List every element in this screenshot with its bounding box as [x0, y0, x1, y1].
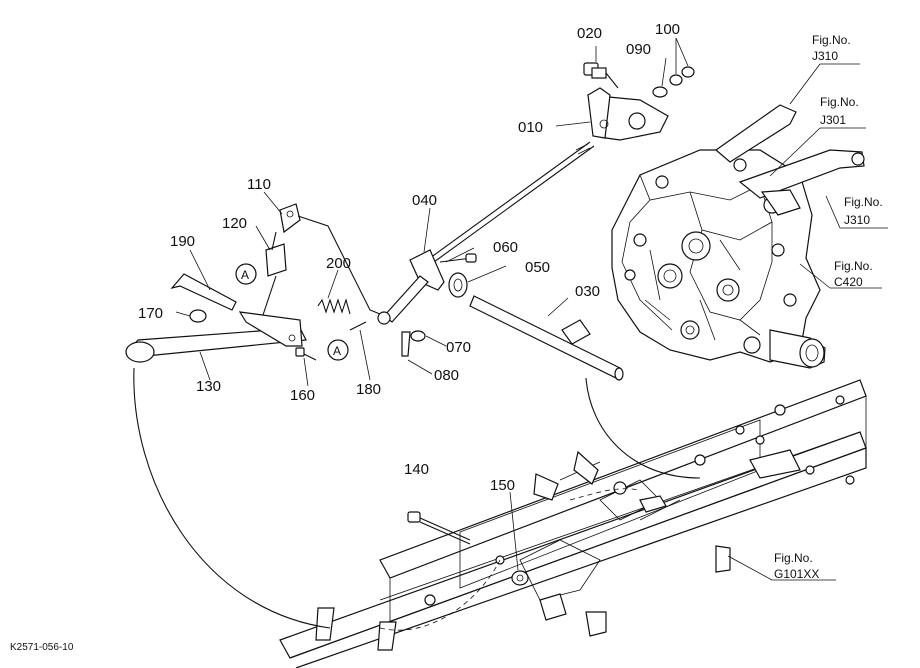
part-010-bracket — [587, 87, 669, 141]
label-140: 140 — [404, 461, 429, 478]
part-070-washer — [410, 330, 426, 342]
transmission-housing — [611, 104, 865, 369]
label-070: 070 — [446, 339, 471, 356]
drawing-code: K2571-056-10 — [10, 642, 74, 653]
label-200: 200 — [326, 255, 351, 272]
chassis-frame — [279, 379, 867, 668]
label-150: 150 — [490, 477, 515, 494]
fig-ref-j310-right: Fig.No. J310 — [844, 195, 883, 227]
svg-text:Fig.No.: Fig.No. — [820, 95, 859, 109]
assembly-curve-shaft — [585, 377, 701, 479]
svg-text:Fig.No.: Fig.No. — [844, 195, 883, 209]
part-020-bolt — [583, 62, 619, 89]
part-130-pedal-arm — [125, 311, 307, 363]
label-050: 050 — [525, 259, 550, 276]
label-020: 020 — [577, 25, 602, 42]
label-130: 130 — [196, 378, 221, 395]
svg-text:Fig.No.: Fig.No. — [834, 259, 873, 273]
connecting-rod — [429, 141, 591, 259]
label-170: 170 — [138, 305, 163, 322]
label-040: 040 — [412, 192, 437, 209]
svg-text:J301: J301 — [820, 113, 846, 127]
label-160: 160 — [290, 387, 315, 404]
label-120: 120 — [222, 215, 247, 232]
fig-ref-g101xx: Fig.No. G101XX — [774, 551, 819, 581]
part-170-ring — [189, 309, 207, 323]
svg-text:Fig.No.: Fig.No. — [812, 33, 851, 47]
part-050-bushing — [448, 272, 468, 298]
part-040-lever — [377, 249, 445, 325]
marker-a-upper: A — [235, 263, 257, 285]
label-060: 060 — [493, 239, 518, 256]
part-180-pin — [349, 321, 367, 331]
part-160-pin — [295, 347, 317, 361]
label-080: 080 — [434, 367, 459, 384]
part-120-bracket — [261, 231, 287, 319]
label-190: 190 — [170, 233, 195, 250]
part-030-shaft — [469, 295, 624, 381]
fig-ref-j310-top: Fig.No. J310 — [812, 33, 851, 63]
label-030: 030 — [575, 283, 600, 300]
label-090: 090 — [626, 41, 651, 58]
svg-text:Fig.No.: Fig.No. — [774, 551, 813, 565]
leader-lines — [175, 37, 888, 581]
svg-text:J310: J310 — [812, 49, 838, 63]
svg-text:C420: C420 — [834, 275, 863, 289]
label-010: 010 — [518, 119, 543, 136]
assembly-curve-pedal — [133, 367, 331, 629]
part-090-collar — [652, 86, 668, 98]
part-190-handle — [170, 273, 237, 311]
marker-a-lower: A — [327, 339, 349, 361]
part-150-bushing — [511, 570, 529, 586]
part-080-cotter-pin — [401, 331, 411, 357]
part-number-labels: 010 020 030 040 050 060 070 080 090 100 … — [138, 21, 680, 494]
part-100-nuts — [669, 66, 695, 86]
svg-text:J310: J310 — [844, 213, 870, 227]
fig-ref-j301: Fig.No. J301 — [820, 95, 859, 127]
label-100: 100 — [655, 21, 680, 38]
part-110-lever — [279, 203, 301, 234]
fig-ref-c420: Fig.No. C420 — [834, 259, 873, 289]
part-140-bolt — [407, 511, 471, 545]
svg-text:A: A — [241, 268, 249, 282]
label-110: 110 — [247, 176, 271, 193]
part-200-spring — [317, 298, 351, 315]
label-180: 180 — [356, 381, 381, 398]
assembly-curve-dashed — [379, 559, 501, 631]
svg-text:A: A — [333, 344, 341, 358]
part-060-pin — [439, 253, 477, 263]
svg-text:G101XX: G101XX — [774, 567, 819, 581]
